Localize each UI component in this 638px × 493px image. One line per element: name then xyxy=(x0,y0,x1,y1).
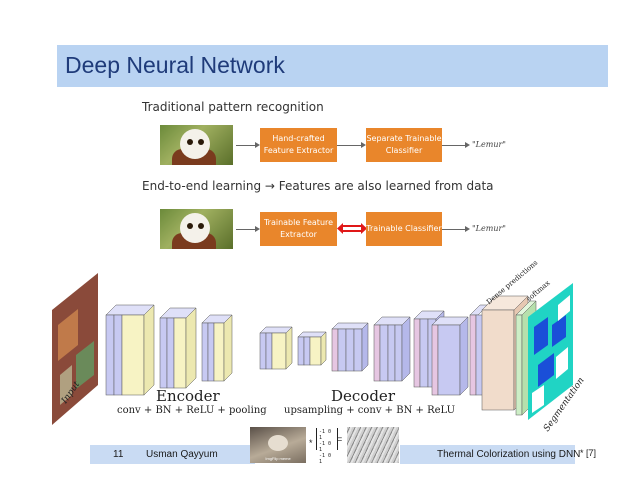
decoder-title: Decoder xyxy=(331,387,395,405)
title-bar xyxy=(57,45,608,87)
segmentation-output xyxy=(528,283,573,420)
edge-filtered-image xyxy=(347,427,399,463)
kernel-row: -1 0 1 xyxy=(319,429,332,441)
trainable-feature-box: Trainable Feature Extractor xyxy=(260,212,337,246)
arrow-2a xyxy=(236,229,256,230)
encoder-block-2 xyxy=(159,307,197,389)
segnet-diagram xyxy=(52,273,573,425)
cat-meme-caption: ImgFlip meme xyxy=(265,456,291,461)
kernel-row: -1 0 1 xyxy=(319,441,332,453)
encoder-block-3 xyxy=(201,314,233,382)
encoder-block-4 xyxy=(259,326,293,370)
kernel-row: -1 0 1 xyxy=(319,453,332,465)
double-arrow-icon xyxy=(337,223,367,234)
output-label-1: "Lemur" xyxy=(472,140,506,149)
lemur-photo-1 xyxy=(160,125,233,165)
lemur-photo-2 xyxy=(160,209,233,249)
arrow-head-1a xyxy=(255,142,260,148)
author-name: Usman Qayyum xyxy=(146,449,218,460)
presentation-title: Thermal Colorization using DNN xyxy=(437,449,581,460)
arrow-head-1b xyxy=(361,142,366,148)
trainable-classifier-box: Trainable Classifier xyxy=(366,212,442,246)
arrow-1b xyxy=(337,145,362,146)
arrow-head-2a xyxy=(255,226,260,232)
footer-left-strip xyxy=(90,445,255,464)
handcrafted-feature-box: Hand-crafted Feature Extractor xyxy=(260,128,337,162)
cat-meme-image: ImgFlip meme xyxy=(250,427,306,463)
convolve-operator: * xyxy=(309,438,313,448)
arrow-head-2c xyxy=(465,226,470,232)
traditional-heading: Traditional pattern recognition xyxy=(142,100,324,114)
end-to-end-heading: End-to-end learning → Features are also … xyxy=(142,179,494,193)
encoder-block-5 xyxy=(297,331,327,366)
encoder-operations: conv + BN + ReLU + pooling xyxy=(117,405,267,416)
input-image xyxy=(52,273,98,425)
arrow-1a xyxy=(236,145,256,146)
arrow-1c xyxy=(442,145,466,146)
slide-title: Deep Neural Network xyxy=(65,52,285,78)
separate-classifier-box: Separate Trainable Classifier xyxy=(366,128,442,162)
decoder-block-1 xyxy=(331,322,369,372)
encoder-title: Encoder xyxy=(156,387,220,405)
page-number: 11 xyxy=(113,449,124,460)
kernel-matrix: -1 0 1 -1 0 1 -1 0 1 xyxy=(316,428,338,465)
decoder-block-2 xyxy=(373,316,411,382)
reference-mark: * [7] xyxy=(580,448,597,458)
arrow-head-1c xyxy=(465,142,470,148)
decoder-operations: upsampling + conv + BN + ReLU xyxy=(284,405,456,416)
footer-right-strip xyxy=(400,445,575,464)
equals-sign: = xyxy=(337,434,343,444)
output-label-2: "Lemur" xyxy=(472,224,506,233)
arrow-2c xyxy=(442,229,466,230)
encoder-block-1 xyxy=(105,304,155,396)
decoder-block-4 xyxy=(431,316,469,396)
